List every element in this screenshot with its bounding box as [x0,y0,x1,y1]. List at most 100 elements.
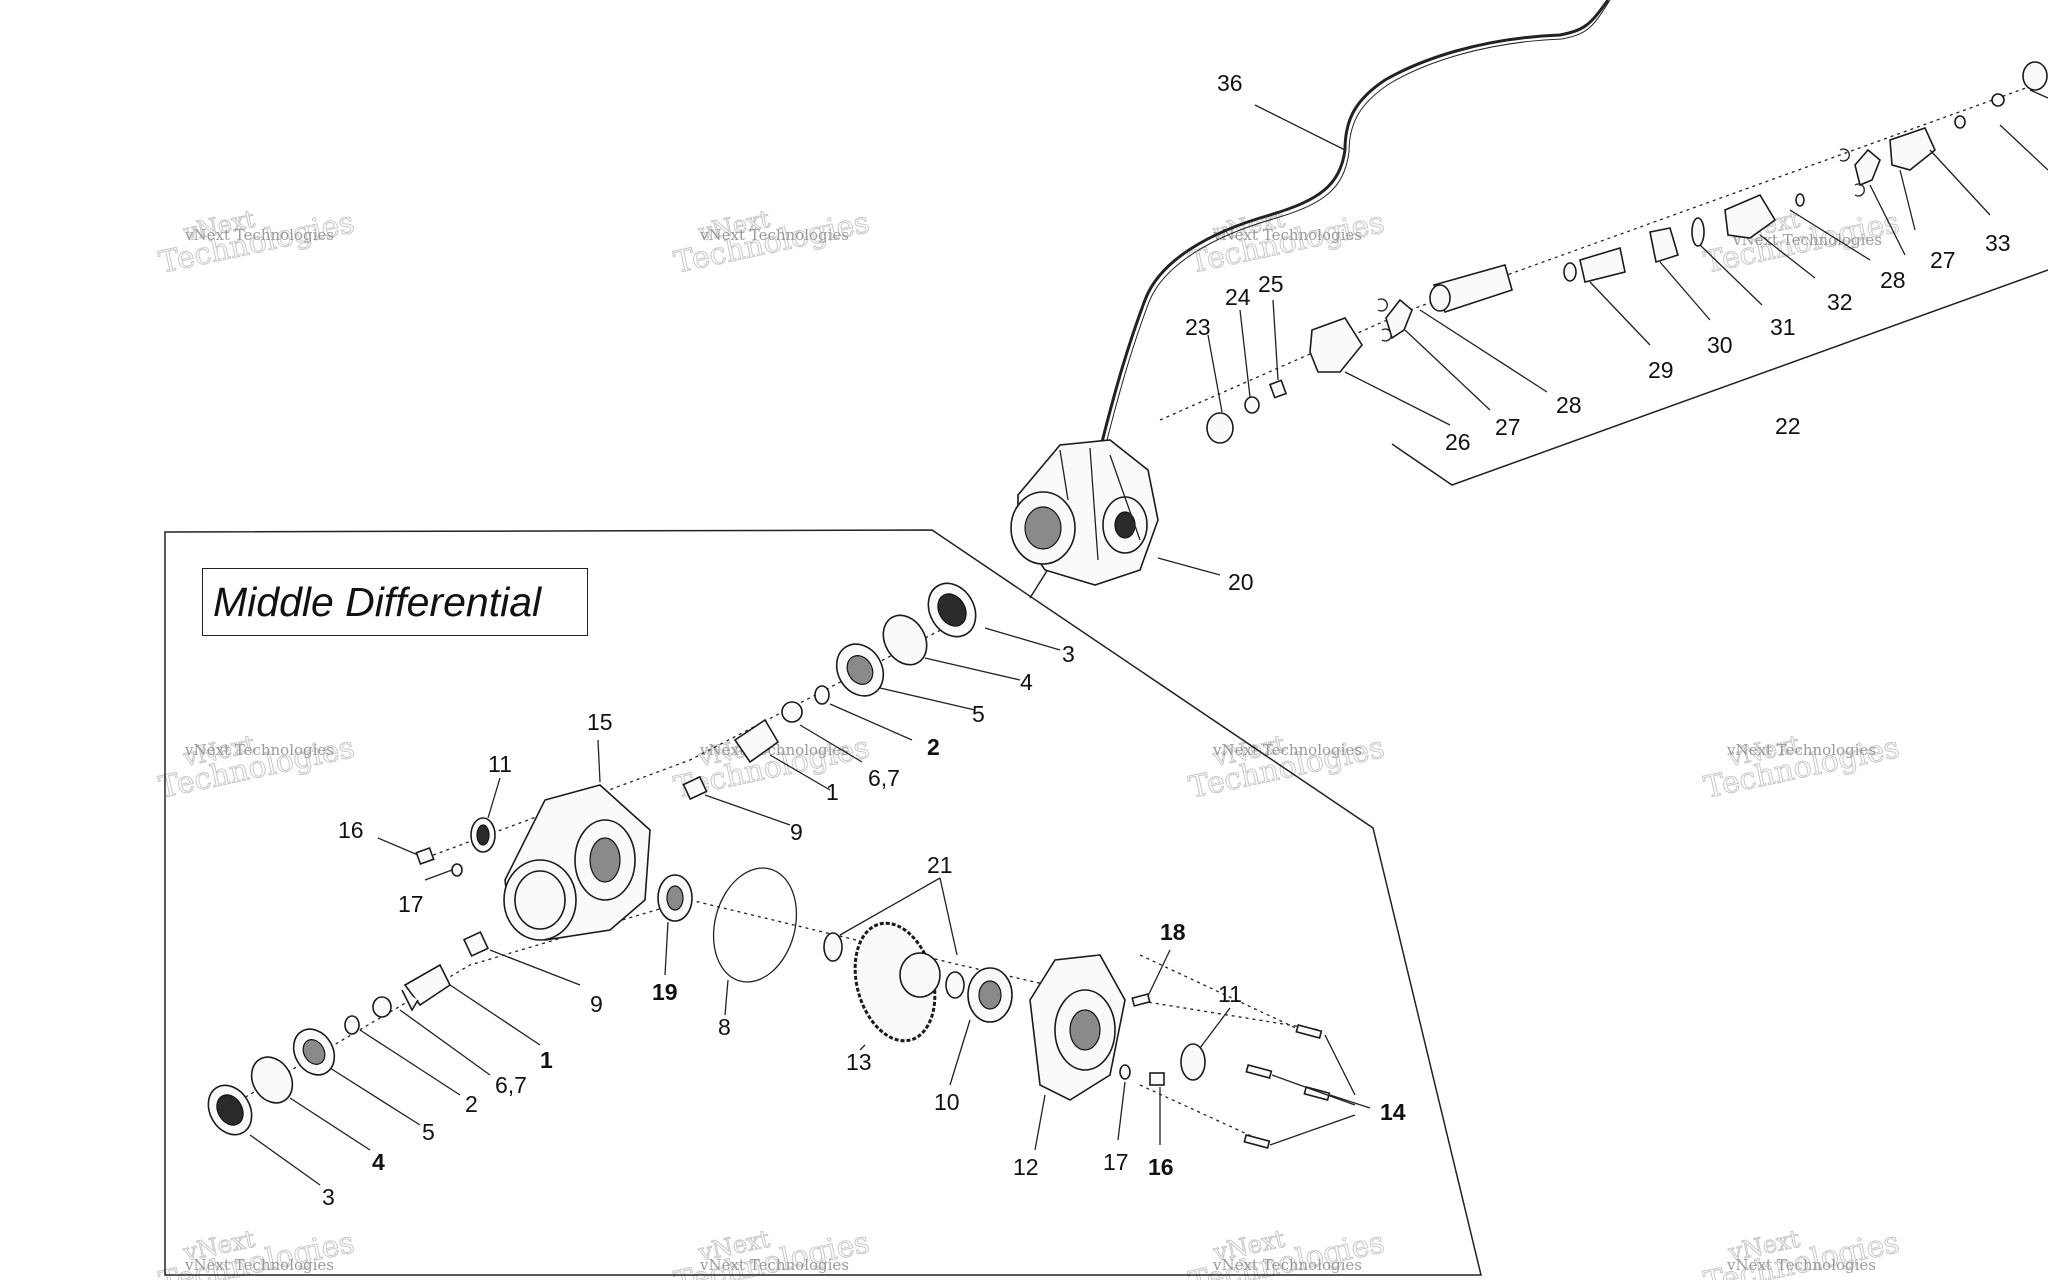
callout-14: 14 [1380,1099,1406,1125]
axis-line [1139,954,1301,1031]
part-4-bearing-left [250,1056,294,1104]
part-12-cover [1029,954,1126,1101]
callout-1: 1 [540,1047,553,1073]
part-21-ring-a [823,932,843,962]
watermark-text: vNext Technologies [1212,741,1362,759]
callout-4: 4 [1020,669,1033,695]
callout-6-7: 6,7 [495,1072,527,1098]
part-21-ring-b [945,971,965,999]
watermark-text: vNext Technologies [699,1256,849,1274]
part-29-slip-shaft [1579,246,1626,283]
leader-lines [249,89,2048,1186]
callout-32: 32 [1827,289,1853,315]
part-14-bolt [1243,1134,1271,1149]
callout-8: 8 [718,1014,731,1040]
callout-22: 22 [1775,413,1801,439]
breather-tube [1098,0,1610,451]
callout-1: 1 [826,779,839,805]
watermark-text: vNext Technologies [1212,226,1362,244]
part-4-bearing-top [882,614,928,666]
callout-31: 31 [1770,314,1796,340]
part-16-plug-top [415,846,435,866]
part-8-oring [712,867,798,983]
part-9-needle-top [682,775,708,801]
callout-2: 2 [927,734,940,760]
part-27-yoke [1889,127,1936,171]
callout-30: 30 [1707,332,1733,358]
callout-27: 27 [1930,247,1956,273]
detail-frame [164,529,1482,1276]
part-24-washer [1244,396,1260,414]
part-9-needle-left [462,930,490,958]
callout-26: 26 [1445,429,1471,455]
callout-15: 15 [587,709,613,735]
callout-3: 3 [322,1184,335,1210]
part-27-clip [1377,298,1388,312]
part-30-boot [1649,227,1679,264]
part-17-washer-bottom [1119,1064,1131,1080]
part-14-bolt [1245,1064,1273,1079]
callout-13: 13 [846,1049,872,1075]
part-14-bolt [1303,1086,1331,1101]
watermark-text: vNext Technologies [184,1256,334,1274]
part-2-washer-left [344,1015,360,1035]
callout-17: 17 [398,891,424,917]
part-1-pinion-top [733,718,780,764]
differential-housing-assembly [1010,439,1159,586]
callout-11: 11 [488,751,512,777]
callout-5: 5 [422,1119,435,1145]
watermark-text: vNext Technologies [699,741,849,759]
driveshaft-group-bracket [1391,269,2048,486]
callout-10: 10 [934,1089,960,1115]
part-26-yoke [1309,317,1363,373]
callout-labels: 36 23 24 25 26 27 28 29 30 31 32 28 27 3… [322,70,2011,1210]
callout-24: 24 [1225,284,1251,310]
axis-line [214,899,1071,1116]
part-32-yoke [1724,193,1777,239]
callout-3: 3 [1062,641,1075,667]
callout-28: 28 [1880,267,1906,293]
axis-line [419,619,961,861]
part-17-washer-top [451,863,463,877]
part-14-bolt [1295,1024,1323,1039]
callout-12: 12 [1013,1154,1039,1180]
callout-33: 33 [1985,230,2011,256]
callout-17: 17 [1103,1149,1129,1175]
part-2-washer-top [814,685,830,705]
callout-6-7: 6,7 [868,765,900,791]
callout-18: 18 [1160,919,1186,945]
callout-20: 20 [1228,569,1254,595]
callout-29: 29 [1648,357,1674,383]
watermark-text: vNext Technologies [1212,1256,1362,1274]
watermark-text: vNext Technologies [699,226,849,244]
part-13-ring-gear [853,921,941,1043]
axis-line [1134,999,1321,1031]
callout-5: 5 [972,701,985,727]
part-28-cross [1854,148,1881,187]
part-67-ring-left [372,996,392,1018]
watermark-text: vNext Technologies [1726,741,1876,759]
callout-9: 9 [590,991,603,1017]
callout-27: 27 [1495,414,1521,440]
callout-21: 21 [927,852,953,878]
callout-2: 2 [465,1091,478,1117]
callout-16: 16 [338,817,364,843]
part-25-plug [1268,379,1288,399]
watermark-text: vNext Technologies [184,741,334,759]
part-31-ring [1691,217,1705,247]
part-15-housing [503,784,651,941]
callout-25: 25 [1258,271,1284,297]
watermark-text: vNext Technologies [184,226,334,244]
part-16-plug-bottom [1149,1072,1165,1086]
part-23-ring [1206,412,1234,444]
callout-9: 9 [790,819,803,845]
section-title-box: Middle Differential [202,568,588,636]
callout-11: 11 [1218,981,1242,1007]
callout-4: 4 [372,1149,385,1175]
callout-16: 16 [1148,1154,1174,1180]
breather-tube-inner [1103,0,1611,453]
axis-line [1139,1084,1261,1141]
part-18-dowel [1131,993,1151,1007]
part-11-seal-bottom [1180,1043,1206,1081]
